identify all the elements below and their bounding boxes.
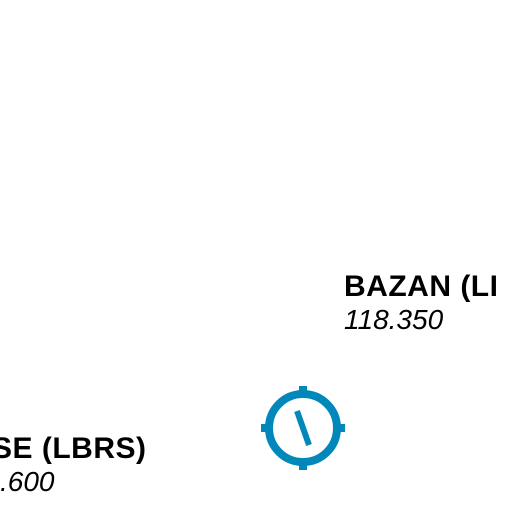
navaid-name: SE (LBRS) <box>0 432 147 465</box>
navaid-label-bazan[interactable]: BAZAN (LI 118.350 <box>344 270 498 336</box>
vor-navaid-icon[interactable] <box>253 378 353 478</box>
navaid-frequency: 118.350 <box>344 304 444 335</box>
navaid-name: BAZAN (LI <box>344 270 499 303</box>
navaid-frequency: .600 <box>0 466 55 497</box>
navaid-label-lbrs[interactable]: SE (LBRS) .600 <box>0 432 147 498</box>
